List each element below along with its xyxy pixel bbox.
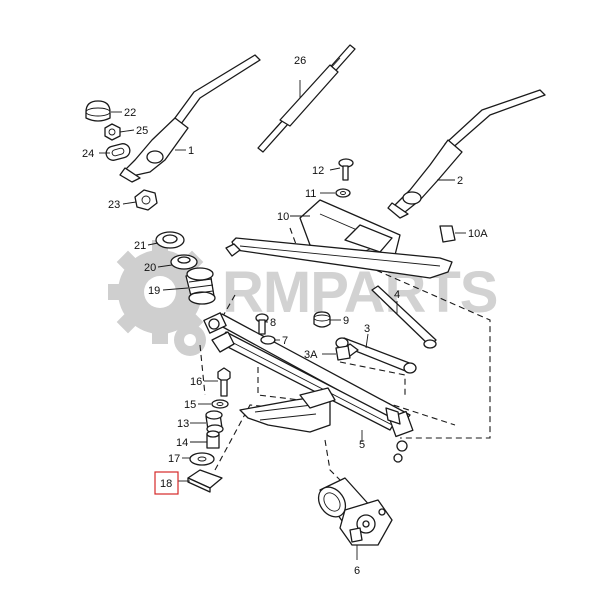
seal xyxy=(105,143,131,161)
callout-8: 8 xyxy=(270,317,276,329)
bolt-8 xyxy=(255,313,269,335)
callout-19: 19 xyxy=(148,285,160,297)
grommet-large xyxy=(185,267,216,305)
bolt-16 xyxy=(217,367,231,397)
callout-16: 16 xyxy=(190,376,202,388)
wiper-frame xyxy=(203,312,414,463)
callout-6: 6 xyxy=(354,565,360,577)
watermark-text: RMPARTS xyxy=(222,260,497,325)
callout-9: 9 xyxy=(343,315,349,327)
callout-3: 3 xyxy=(364,323,370,335)
leader-lines xyxy=(99,80,466,560)
callout-18: 18 xyxy=(160,478,172,490)
callout-24: 24 xyxy=(82,148,94,160)
callout-5: 5 xyxy=(359,439,365,451)
callout-4: 4 xyxy=(394,289,400,301)
cap xyxy=(85,100,111,122)
callout-15: 15 xyxy=(184,399,196,411)
callout-25: 25 xyxy=(136,125,148,137)
bushing xyxy=(170,254,198,270)
callout-11: 11 xyxy=(305,188,316,200)
callout-22: 22 xyxy=(124,107,136,119)
callout-3a: 3A xyxy=(304,349,318,361)
callout-26: 26 xyxy=(294,55,306,67)
clip xyxy=(439,225,456,243)
washer-top xyxy=(335,188,351,198)
callout-12: 12 xyxy=(312,165,324,177)
callout-14: 14 xyxy=(176,437,188,449)
callout-2: 2 xyxy=(457,175,463,187)
nut-small xyxy=(104,123,121,141)
highlight-box xyxy=(154,471,179,495)
rubber-mount xyxy=(205,410,224,434)
bracket-plate xyxy=(187,469,223,493)
callout-7: 7 xyxy=(282,335,288,347)
clip-3a xyxy=(335,345,351,361)
wiper-motor xyxy=(317,477,393,546)
washer-15 xyxy=(211,399,229,409)
callout-17: 17 xyxy=(168,453,180,465)
callout-21: 21 xyxy=(134,240,146,252)
washer-rubber xyxy=(155,231,185,249)
nut-9 xyxy=(313,311,331,328)
callout-1: 1 xyxy=(188,145,194,157)
callout-10a: 10A xyxy=(468,228,488,240)
wiper-arm-left xyxy=(119,54,261,183)
hex-nut xyxy=(134,189,158,211)
wiper-blade xyxy=(257,44,356,153)
bushing-7 xyxy=(260,335,276,345)
screw-top xyxy=(338,158,354,181)
callout-23: 23 xyxy=(108,199,120,211)
wiper-arm-right xyxy=(387,89,546,219)
callout-20: 20 xyxy=(144,262,156,274)
callouts: 26 1 2 22 25 24 23 12 11 10 10A 21 20 19… xyxy=(82,55,488,577)
spacer-sleeve xyxy=(206,430,220,449)
callout-10: 10 xyxy=(277,211,289,223)
callout-13: 13 xyxy=(177,418,189,430)
washer-17 xyxy=(189,452,215,466)
linkage-rod-long xyxy=(225,237,453,349)
